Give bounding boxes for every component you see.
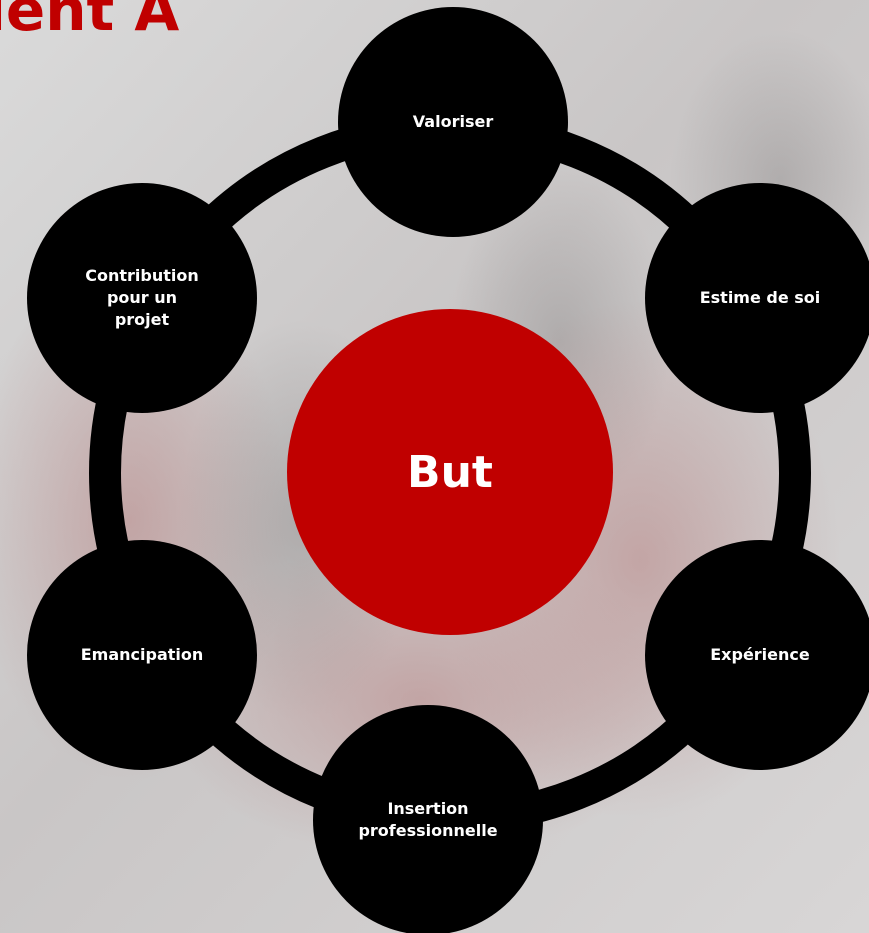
node-label: Contribution pour un projet [85, 266, 199, 329]
node-label: Valoriser [412, 112, 494, 131]
node-insertion-professionnelle: Insertion professionnelle [313, 705, 543, 933]
node-label: Emancipation [80, 645, 204, 664]
node-label: Expérience [710, 645, 810, 664]
node-experience: Expérience [645, 540, 869, 770]
node-estime-de-soi: Estime de soi [645, 183, 869, 413]
node-label: Insertion professionnelle [358, 799, 498, 840]
node-label: Estime de soi [699, 288, 821, 307]
node-emancipation: Emancipation [27, 540, 257, 770]
node-valoriser: Valoriser [338, 7, 568, 237]
center-goal-circle: But [287, 309, 613, 635]
node-contribution-pour-un-projet: Contribution pour un projet [27, 183, 257, 413]
center-goal-label: But [407, 446, 493, 498]
slide-title: ient A [0, 0, 180, 44]
